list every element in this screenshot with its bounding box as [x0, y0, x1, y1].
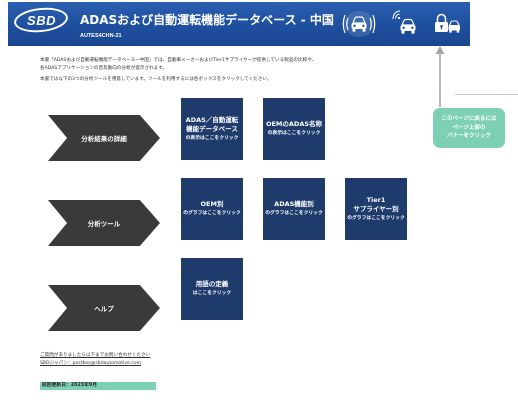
tile-title-line: ADAS機能別	[274, 200, 314, 209]
section-arrow-analysis-details: 分析結果の詳細	[48, 115, 160, 161]
page-title: ADASおよび自動運転機能データベース - 中国	[80, 13, 334, 27]
tile-subtitle: のグラフはここをクリック	[183, 210, 241, 216]
tile-title-line: Tier1	[366, 195, 386, 204]
oem-graph-button[interactable]: OEM別 のグラフはここをクリック	[181, 178, 243, 240]
intro-line: 本書「ADASおよび自動運転機能データベース一中国」では、自動車メーカーおよびT…	[40, 58, 317, 63]
tile-title-line: ADAS／自動運転	[185, 115, 239, 124]
section-arrow-help: ヘルプ	[48, 285, 160, 331]
intro-line: 各ADASアプリケーションの普及動向の分析が提示されます。	[40, 65, 167, 71]
logo-text: SBD	[26, 12, 56, 28]
contact-email-label[interactable]: SBDジャパン：postbox@sbdautomotive.com	[40, 361, 142, 366]
oem-adas-names-button[interactable]: OEMのADAS名称 の表示はここをクリック	[263, 98, 325, 160]
tile-subtitle: の表示はここをクリック	[185, 135, 239, 141]
contact-info: ご質問がありましたら以下までお問い合わせください SBDジャパン：postbox…	[40, 352, 150, 368]
callout-line: バナーをクリック	[446, 133, 491, 140]
arrow-up-icon	[432, 44, 448, 108]
tile-subtitle: のグラフはここをクリック	[347, 215, 405, 221]
tier1-supplier-graph-button[interactable]: Tier1 サプライヤー別 のグラフはここをクリック	[345, 178, 407, 240]
car-radar-icon	[342, 9, 376, 39]
section-label: 分析ツール	[87, 220, 121, 228]
section-arrow-analysis-tools: 分析ツール	[48, 200, 160, 246]
divider-line	[455, 94, 518, 95]
header-banner[interactable]: SBD ADASおよび自動運転機能データベース - 中国 AUTES4CHN-2…	[8, 2, 470, 46]
tile-subtitle: の表示はここをクリック	[267, 130, 321, 136]
connected-car-icon	[392, 9, 420, 39]
contact-email-link[interactable]: SBDジャパン：postbox@sbdautomotive.com	[40, 360, 150, 368]
intro-text: 本書「ADASおよび自動運転機能データベース一中国」では、自動車メーカーおよびT…	[40, 57, 370, 84]
report-code: AUTES4CHN-21	[80, 33, 122, 39]
section-label: ヘルプ	[94, 305, 114, 313]
tile-title-line: サプライヤー別	[353, 205, 399, 213]
section-label: 分析結果の詳細	[81, 135, 127, 143]
tile-title-line: 機能データベース	[186, 125, 238, 133]
tile-title-line: OEMのADAS名称	[265, 120, 323, 129]
callout-line: このページに戻るには	[441, 116, 497, 123]
intro-line: 本書では以下の3つの分析ツールを用意しています。ツールを利用するには各ボックスを…	[40, 77, 272, 82]
tile-title-line: 用語の定義	[195, 280, 229, 289]
tile-title-line: OEM別	[200, 200, 224, 209]
return-hint-callout: このページに戻るには ページ上部の バナーをクリック	[433, 108, 505, 148]
adas-function-graph-button[interactable]: ADAS機能別 のグラフはここをクリック	[263, 178, 325, 240]
callout-line: ページ上部の	[452, 124, 486, 131]
car-lock-icon	[432, 9, 462, 39]
glossary-button[interactable]: 用語の定義 はここをクリック	[181, 258, 243, 320]
adas-database-button[interactable]: ADAS／自動運転 機能データベース の表示はここをクリック	[181, 98, 243, 160]
tile-subtitle: はここをクリック	[192, 290, 232, 296]
last-updated-bar: 前回更新日：2023年9月	[40, 382, 156, 390]
contact-note: ご質問がありましたら以下までお問い合わせください	[40, 353, 151, 358]
sbd-logo: SBD	[12, 5, 70, 35]
tile-subtitle: のグラフはここをクリック	[265, 210, 323, 216]
